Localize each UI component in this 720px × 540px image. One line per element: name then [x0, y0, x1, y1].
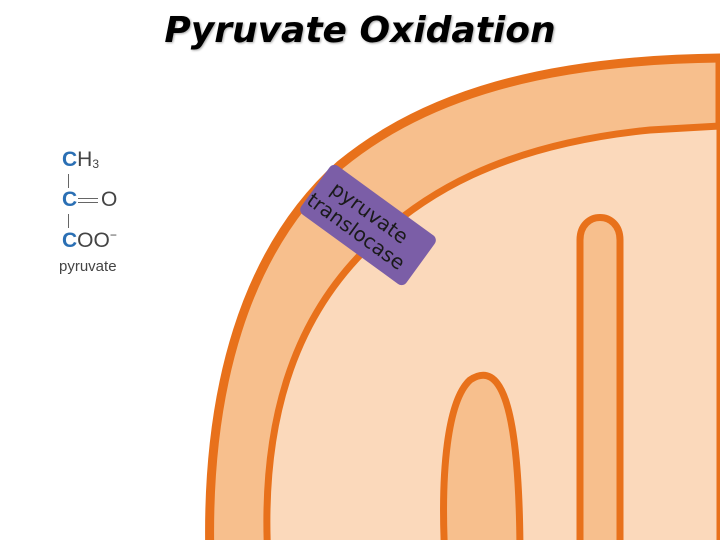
double-bond-line: [78, 202, 98, 203]
hydrogen-atom: H: [77, 148, 93, 171]
methyl-group: CH3: [62, 148, 99, 172]
bond-line: [68, 174, 69, 188]
carbon-atom: C: [62, 229, 78, 252]
bond-line: [68, 214, 69, 228]
pyruvate-structure: CH3 C O COO− pyruvate: [58, 148, 148, 278]
molecule-caption: pyruvate: [59, 258, 117, 275]
subscript-three: 3: [92, 157, 100, 171]
carboxylate-group: COO−: [62, 228, 117, 253]
oxygen-atoms: OO: [77, 229, 110, 252]
page-title: Pyruvate Oxidation: [164, 10, 556, 51]
carbon-atom: C: [62, 148, 78, 171]
carbonyl-group: C: [62, 188, 77, 212]
negative-charge: −: [109, 228, 117, 242]
double-bond-line: [78, 198, 98, 199]
carbon-atom: C: [62, 188, 78, 211]
oxygen-atom: O: [101, 188, 118, 211]
inner-membrane: [263, 122, 720, 540]
